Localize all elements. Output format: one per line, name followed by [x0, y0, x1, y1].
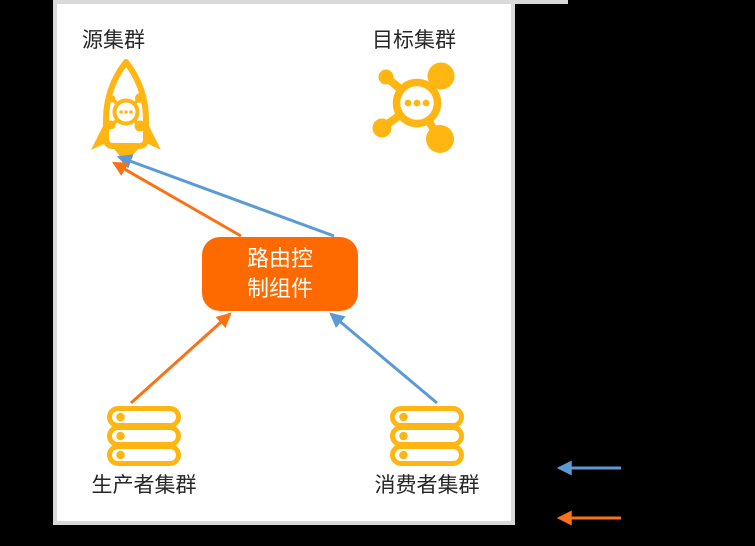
consumer-cluster-label: 消费者集群 — [374, 474, 480, 497]
producer-server-stack-icon — [107, 406, 181, 466]
source-cluster-label: 源集群 — [82, 29, 145, 52]
router-box-label-line1: 路由控 — [246, 246, 313, 271]
router-box: 路由控 制组件 — [202, 237, 358, 311]
target-cluster-label: 目标集群 — [372, 29, 456, 52]
router-box-label-line2: 制组件 — [246, 276, 313, 301]
consumer-server-stack-icon — [390, 406, 464, 466]
rocket-icon — [91, 59, 161, 163]
panel-top-border-strip — [511, 0, 568, 4]
rocket-inner-network-icon — [106, 93, 146, 132]
producer-cluster-label: 生产者集群 — [91, 474, 197, 497]
network-nodes-icon — [372, 62, 455, 153]
